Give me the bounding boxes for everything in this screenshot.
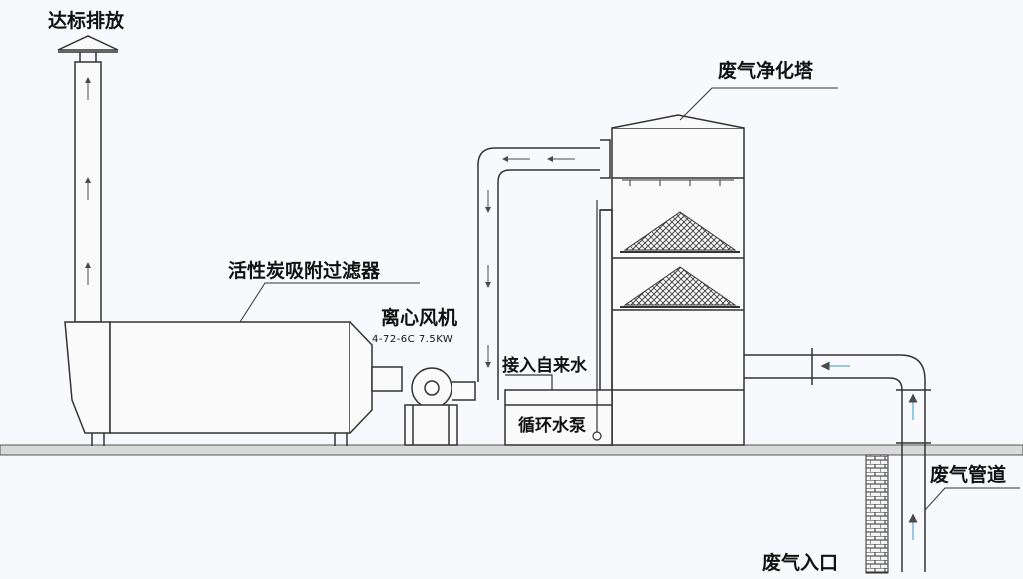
packing-layer-2 — [620, 266, 740, 308]
spray-nozzles — [622, 179, 734, 186]
brick-wall — [865, 454, 889, 574]
purification-tower-label: 废气净化塔 — [718, 60, 814, 82]
centrifugal-fan — [371, 366, 476, 446]
exhaust-inlet-label: 废气入口 — [762, 552, 839, 574]
fan-label: 离心风机 — [381, 307, 458, 329]
circulation-pump-label: 循环水泵 — [518, 416, 586, 436]
inlet-flow-arrow — [820, 361, 918, 540]
tap-water-pipe — [505, 374, 553, 390]
activated-carbon-filter — [64, 321, 373, 446]
tap-water-label: 接入自来水 — [502, 356, 587, 376]
leader-lines — [239, 87, 1020, 511]
carbon-filter-label: 活性炭吸附过滤器 — [228, 260, 381, 282]
stack-discharge-label: 达标排放 — [48, 10, 125, 32]
fan-spec-label: 4-72-6C 7.5KW — [372, 334, 454, 345]
inlet-duct — [744, 348, 931, 572]
exhaust-duct-label: 废气管道 — [930, 464, 1007, 486]
circulation-pump — [592, 200, 602, 441]
ground — [0, 444, 1023, 456]
duct-flow-arrow — [485, 156, 575, 368]
fan-duct — [477, 139, 611, 400]
packing-layer-1 — [620, 211, 740, 253]
